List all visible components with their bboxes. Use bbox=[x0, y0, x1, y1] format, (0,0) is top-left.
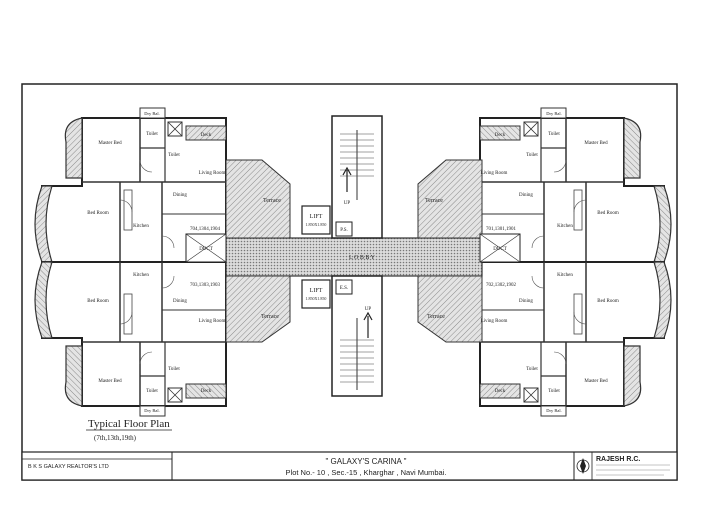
label-toilet-bl-1: Toilet bbox=[146, 389, 158, 394]
label-kitchen-br: Kitchen bbox=[557, 273, 573, 278]
label-terrace-tl: Terrace bbox=[263, 198, 281, 204]
label-kitchen-bl: Kitchen bbox=[133, 273, 149, 278]
client-name: B K S GALAXY REALTOR'S LTD bbox=[28, 464, 109, 470]
label-ps: P.S. bbox=[340, 228, 348, 233]
label-dry-bal-bl: Dry Bal. bbox=[144, 408, 160, 413]
plan-title: Typical Floor Plan bbox=[88, 418, 170, 430]
label-toilet-bl-2: Toilet bbox=[168, 367, 180, 372]
label-duct-right: DUCT bbox=[493, 247, 507, 252]
label-dry-bal-br: Dry Bal. bbox=[546, 408, 562, 413]
label-master-bed-br: Master Bed bbox=[584, 379, 608, 384]
project-address: Plot No.- 10 , Sec.-15 , Kharghar , Navi… bbox=[286, 468, 447, 477]
staircase-top bbox=[340, 130, 374, 200]
title-block: B K S GALAXY REALTOR'S LTD " GALAXY'S CA… bbox=[21, 451, 678, 481]
label-es: E.S. bbox=[340, 286, 348, 291]
label-kitchen-tr: Kitchen bbox=[557, 224, 573, 229]
plan-subtitle: (7th,13th,19th) bbox=[94, 434, 137, 442]
label-living-room-br: Living Room bbox=[481, 319, 508, 324]
label-toilet-tr-1: Toilet bbox=[548, 132, 560, 137]
label-dining-tr: Dining bbox=[519, 193, 533, 198]
label-master-bed-bl: Master Bed bbox=[98, 379, 122, 384]
label-terrace-bl: Terrace bbox=[261, 314, 279, 320]
label-terrace-tr: Terrace bbox=[425, 198, 443, 204]
label-deck-br: Deck bbox=[495, 389, 506, 394]
north-compass-icon bbox=[576, 458, 590, 474]
label-up-top: UP bbox=[344, 201, 351, 206]
label-lift-size-top: 1.850X1.850 bbox=[306, 222, 327, 227]
label-dry-bal-tr: Dry Bal. bbox=[546, 111, 562, 116]
label-toilet-tr-2: Toilet bbox=[526, 153, 538, 158]
flat-no-bl: 703,1303,1903 bbox=[190, 283, 221, 288]
label-dining-br: Dining bbox=[519, 299, 533, 304]
terrace-bottom-left bbox=[225, 275, 291, 343]
label-bed-room-br: Bed Room bbox=[597, 299, 619, 304]
label-deck-tl: Deck bbox=[201, 133, 212, 138]
label-master-bed-tr: Master Bed bbox=[584, 141, 608, 146]
up-arrow-bottom-icon bbox=[363, 311, 373, 338]
label-toilet-br-1: Toilet bbox=[548, 389, 560, 394]
label-dry-bal-tl: Dry Bal. bbox=[144, 111, 160, 116]
label-kitchen-tl: Kitchen bbox=[133, 224, 149, 229]
label-duct-left: DUCT bbox=[199, 247, 213, 252]
label-lift-size-bottom: 1.850X1.850 bbox=[306, 296, 327, 301]
label-bed-room-bl: Bed Room bbox=[87, 299, 109, 304]
terrace-top-right bbox=[417, 159, 483, 239]
project-name: " GALAXY'S CARINA " bbox=[325, 457, 406, 466]
terrace-bottom-right bbox=[417, 275, 483, 343]
label-lobby: L O B B Y bbox=[349, 255, 376, 261]
staircase-bottom bbox=[340, 318, 374, 390]
label-living-room-tr: Living Room bbox=[481, 171, 508, 176]
label-up-bottom: UP bbox=[365, 307, 372, 312]
label-dining-bl: Dining bbox=[173, 299, 187, 304]
label-master-bed-tl: Master Bed bbox=[98, 141, 122, 146]
label-living-room-bl: Living Room bbox=[199, 319, 226, 324]
label-lift-top: LIFT bbox=[310, 214, 323, 220]
ps-shaft bbox=[335, 221, 353, 237]
up-arrow-top-icon bbox=[342, 166, 352, 192]
flat-no-tl: 704,1304,1904 bbox=[190, 227, 221, 232]
label-bed-room-tl: Bed Room bbox=[87, 211, 109, 216]
label-toilet-tl-1: Toilet bbox=[146, 132, 158, 137]
label-toilet-tl-2: Toilet bbox=[168, 153, 180, 158]
es-shaft bbox=[335, 279, 353, 295]
label-bed-room-tr: Bed Room bbox=[597, 211, 619, 216]
label-lift-bottom: LIFT bbox=[310, 288, 323, 294]
lift-bottom bbox=[301, 279, 331, 309]
label-living-room-tl: Living Room bbox=[199, 171, 226, 176]
label-terrace-br: Terrace bbox=[427, 314, 445, 320]
label-toilet-br-2: Toilet bbox=[526, 367, 538, 372]
lift-top bbox=[301, 205, 331, 235]
flat-no-br: 702,1302,1902 bbox=[486, 283, 517, 288]
architect-name: RAJESH R.C. bbox=[596, 456, 640, 463]
flat-no-tr: 701,1301,1901 bbox=[486, 227, 517, 232]
label-deck-tr: Deck bbox=[495, 133, 506, 138]
terrace-top-left bbox=[225, 159, 291, 239]
label-deck-bl: Deck bbox=[201, 389, 212, 394]
lobby bbox=[225, 237, 483, 277]
label-dining-tl: Dining bbox=[173, 193, 187, 198]
